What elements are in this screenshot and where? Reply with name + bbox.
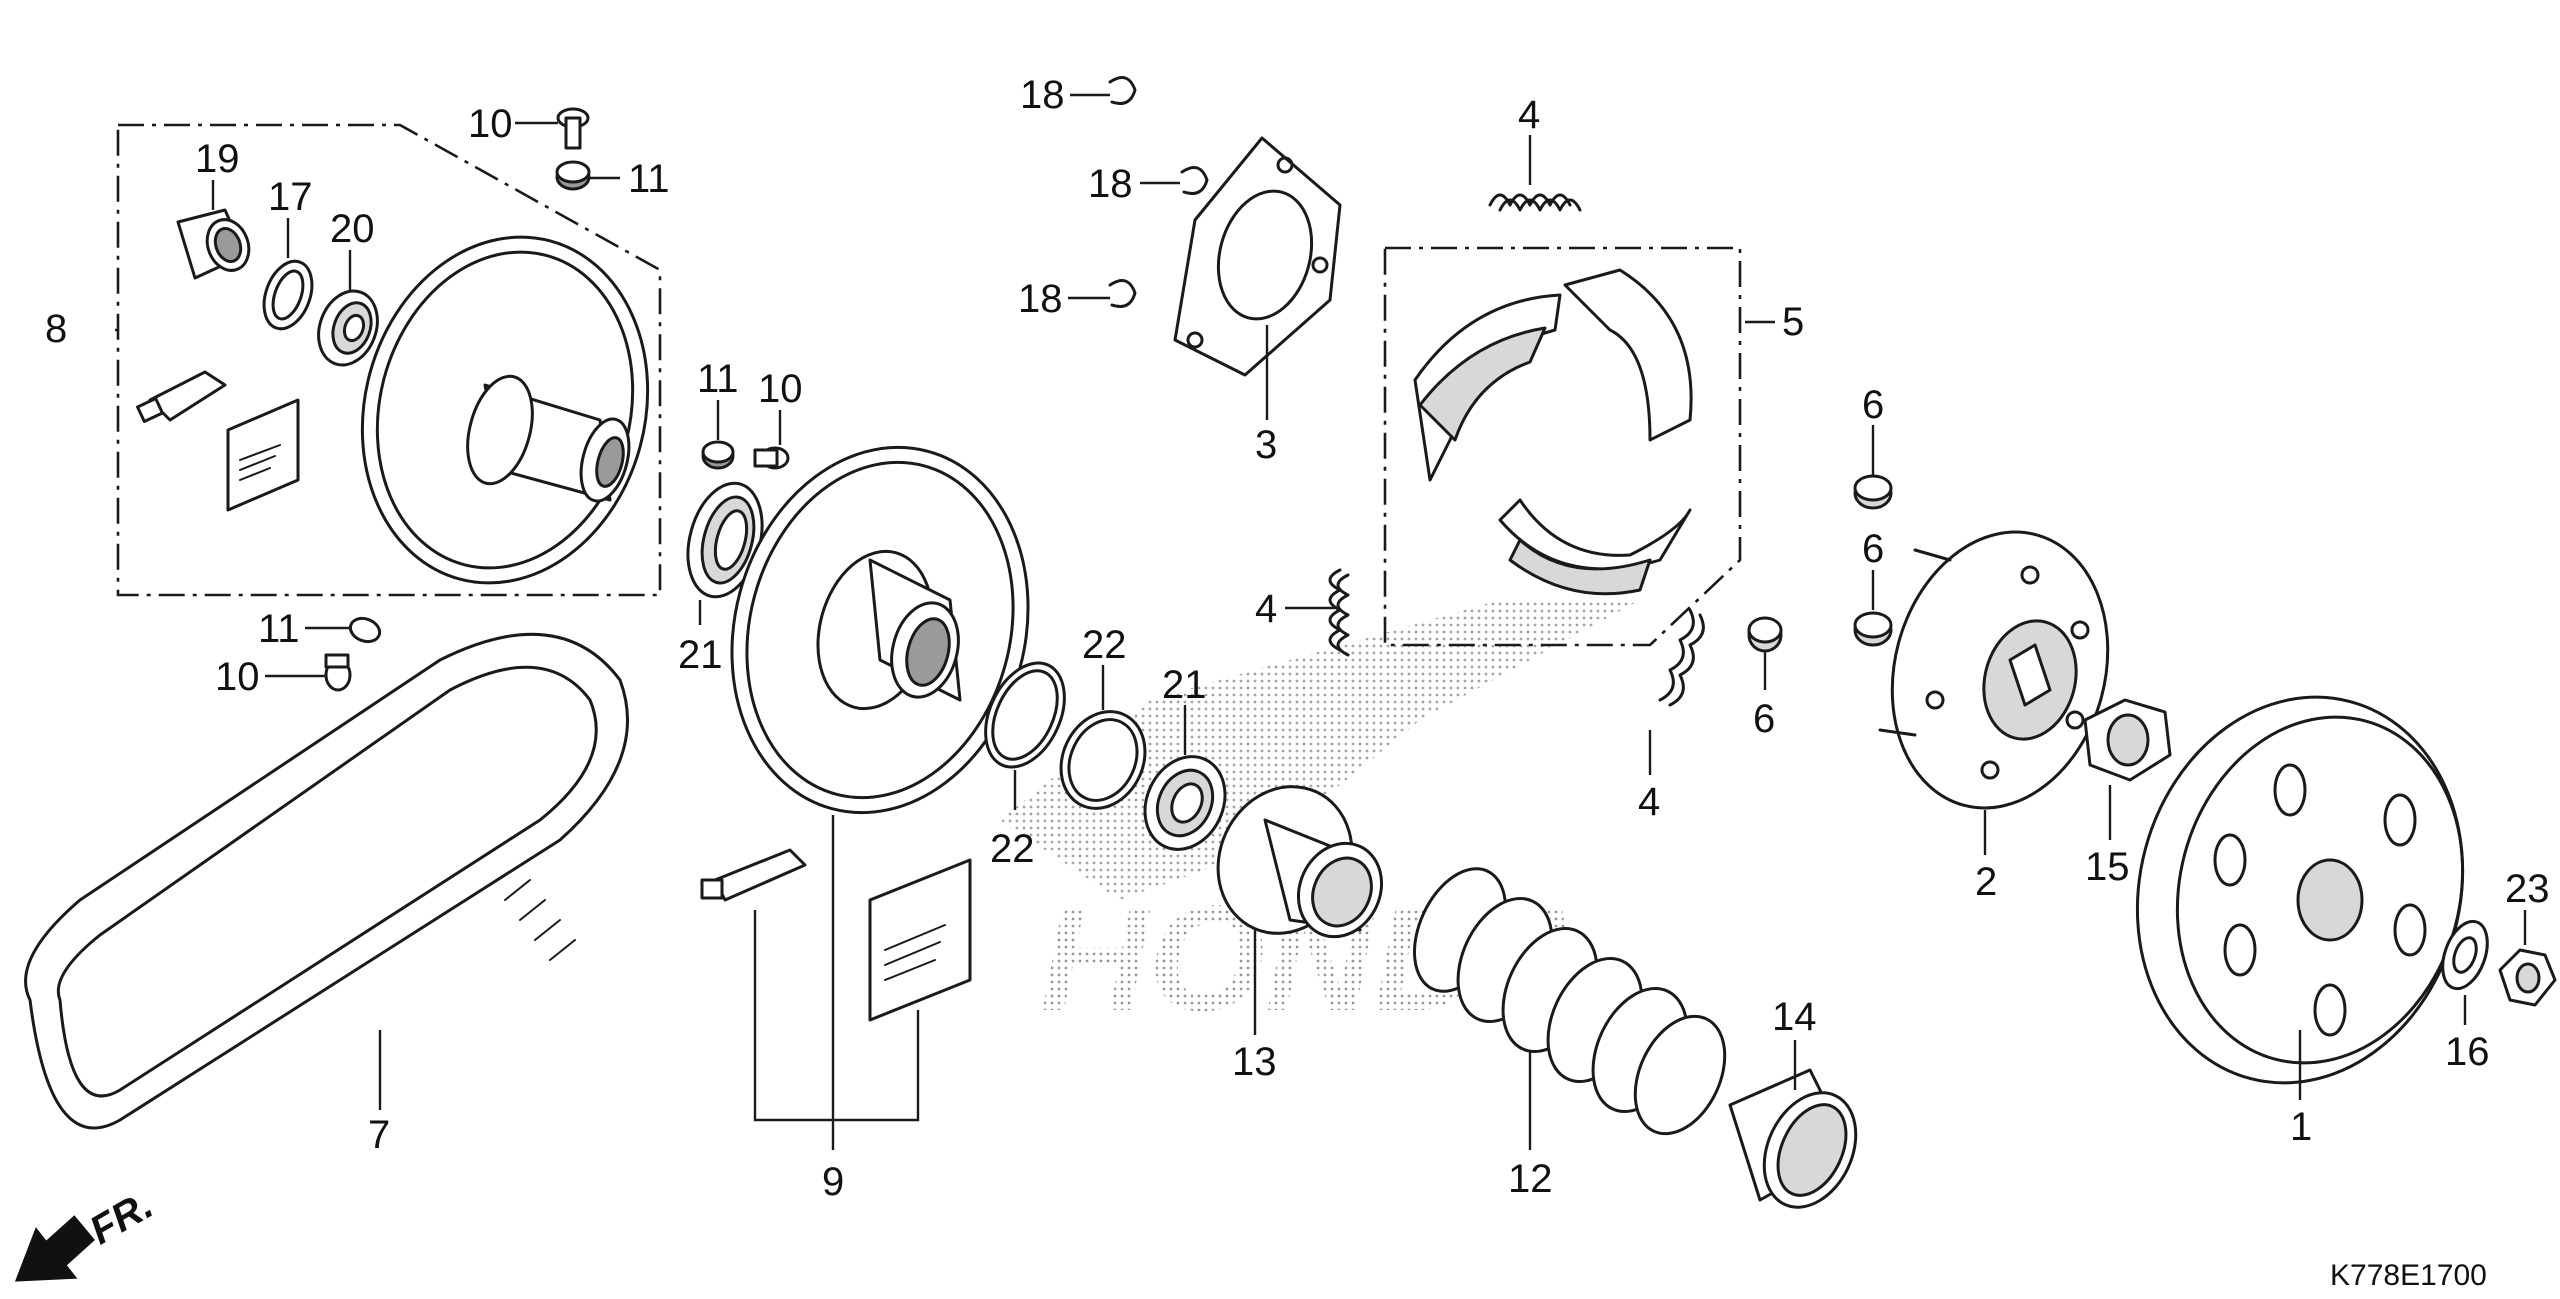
callout-10-top: 10 — [468, 102, 513, 146]
callout-1: 1 — [2290, 1105, 2312, 1149]
callout-19: 19 — [195, 137, 240, 181]
callout-labels: 8 19 17 20 10 11 11 10 11 10 21 7 9 22 2… — [45, 73, 2550, 1204]
grease-card-icon — [226, 398, 300, 512]
callout-6-top: 6 — [1862, 383, 1884, 427]
part-4-spring-left[interactable] — [1328, 568, 1350, 657]
callout-15: 15 — [2085, 845, 2130, 889]
part-4-spring-top[interactable] — [1488, 193, 1582, 212]
callout-22-right: 22 — [1082, 623, 1127, 667]
callout-11-mid: 11 — [697, 357, 739, 401]
part-11-nut-left[interactable] — [347, 615, 383, 646]
diagram-code: K778E1700 — [2330, 1259, 2487, 1292]
grease-card-icon-2 — [868, 858, 972, 1022]
callout-8: 8 — [45, 307, 67, 351]
callout-18-low: 18 — [1018, 277, 1063, 321]
part-6-roller-right[interactable] — [1747, 616, 1783, 653]
part-9-driven-face[interactable] — [692, 414, 1068, 846]
part-10-bolt-left[interactable] — [324, 653, 352, 692]
part-12-spring[interactable] — [1396, 854, 1742, 1148]
part-19-bearing[interactable] — [176, 208, 256, 280]
group-8-outline — [116, 123, 662, 597]
part-10-bolt-mid[interactable] — [753, 446, 790, 470]
part-3-plate[interactable] — [1173, 136, 1342, 377]
callout-20: 20 — [330, 207, 375, 251]
callout-6-mid: 6 — [1862, 527, 1884, 571]
leader-lines — [115, 93, 2527, 1150]
part-23-nut[interactable] — [2498, 948, 2557, 1007]
part-21-oil-seal-left[interactable] — [676, 475, 774, 605]
part-18-clip-mid[interactable] — [1180, 166, 1209, 195]
part-22-o-ring-left[interactable] — [970, 650, 1080, 779]
part-20-bearing[interactable] — [309, 283, 388, 374]
callout-7: 7 — [368, 1113, 390, 1157]
callout-18-mid: 18 — [1088, 162, 1133, 206]
callout-21-right: 21 — [1162, 663, 1207, 707]
part-15-nut[interactable] — [2083, 698, 2172, 782]
direction-label: FR. — [83, 1183, 161, 1253]
part-10-bolt-top[interactable] — [556, 107, 590, 150]
part-5-clutch-shoes[interactable] — [1383, 246, 1742, 647]
callout-17: 17 — [268, 175, 313, 219]
part-6-roller-mid[interactable] — [1853, 611, 1893, 647]
front-direction-arrow: FR. — [14, 1183, 161, 1282]
part-11-nut-mid[interactable] — [701, 440, 735, 470]
part-22-o-ring-right[interactable] — [1046, 698, 1161, 822]
part-21-oil-seal-right[interactable] — [1130, 743, 1239, 862]
part-1-clutch-outer[interactable] — [2095, 660, 2505, 1120]
part-18-clip-top[interactable] — [1108, 76, 1137, 105]
grease-tube-icon-2 — [700, 848, 807, 902]
callout-9: 9 — [822, 1160, 844, 1204]
part-16-washer[interactable] — [2434, 915, 2496, 994]
drive-face[interactable] — [324, 205, 685, 616]
callout-22-left: 22 — [990, 827, 1035, 871]
callout-10-left: 10 — [215, 655, 260, 699]
callout-4-right: 4 — [1638, 780, 1660, 824]
part-7-drive-belt[interactable] — [24, 632, 629, 1130]
callout-4-left: 4 — [1255, 587, 1277, 631]
callout-11-left: 11 — [258, 607, 300, 651]
callout-13: 13 — [1232, 1040, 1277, 1084]
callout-3: 3 — [1255, 423, 1277, 467]
part-2-drive-plate[interactable] — [1862, 508, 2137, 833]
callout-12: 12 — [1508, 1157, 1553, 1201]
callout-6-right: 6 — [1753, 697, 1775, 741]
callout-16: 16 — [2445, 1030, 2490, 1074]
part-11-nut-top[interactable] — [555, 160, 591, 191]
grease-tube-icon — [136, 370, 227, 423]
callout-18-top: 18 — [1020, 73, 1065, 117]
callout-10-mid: 10 — [758, 367, 803, 411]
callout-11-top: 11 — [628, 157, 670, 201]
part-6-roller-top[interactable] — [1853, 474, 1893, 510]
callout-5: 5 — [1782, 300, 1804, 344]
part-14-collar[interactable] — [1728, 1068, 1873, 1222]
part-4-spring-right[interactable] — [1658, 608, 1705, 707]
callout-23: 23 — [2505, 867, 2550, 911]
callout-21-left: 21 — [678, 633, 723, 677]
callout-14: 14 — [1772, 995, 1817, 1039]
part-17-circlip[interactable] — [255, 255, 320, 336]
part-13-spring-seat[interactable] — [1194, 765, 1396, 956]
part-18-clip-low[interactable] — [1108, 279, 1137, 308]
callout-2: 2 — [1975, 860, 1997, 904]
callout-4-top: 4 — [1518, 93, 1540, 137]
